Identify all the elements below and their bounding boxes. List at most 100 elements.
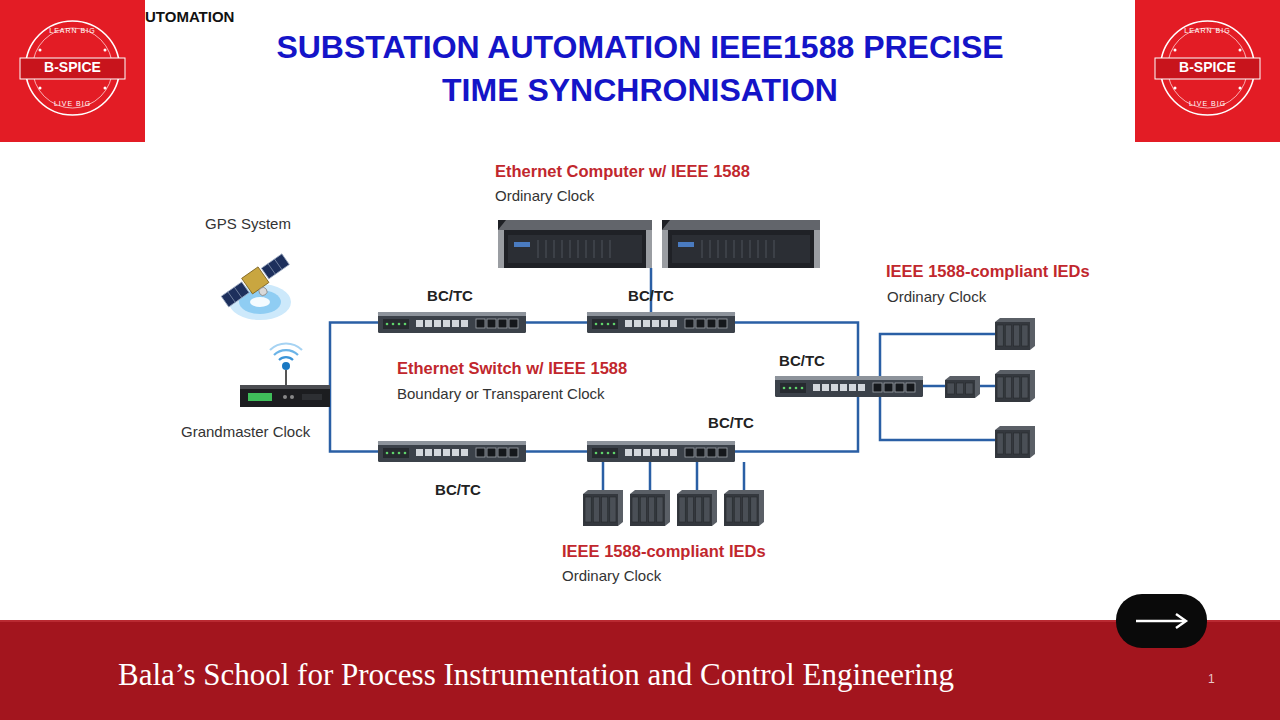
server-group-art-part (553, 240, 555, 258)
ethernet-switch-art-part (434, 320, 441, 327)
ied-group-art-part (995, 318, 1035, 350)
gps-satellite: GPS System (218, 250, 292, 320)
ethernet-switch-art-part (592, 448, 618, 458)
ied-group-art-part (1022, 377, 1028, 398)
node-sublabel: B-SPICE (0, 59, 145, 76)
ied-group-art-part (995, 374, 1030, 402)
ied-group-art-part (945, 376, 980, 398)
ethernet-switch-art-part (425, 320, 432, 327)
logo-badge-art-part (104, 87, 107, 90)
ied-group-art-part (1014, 325, 1020, 346)
network-link (880, 334, 945, 440)
signal-arc (279, 357, 293, 360)
ied-group-art-part (997, 377, 1003, 398)
ied-group-art-part (945, 333, 995, 336)
server-group-art-part (561, 240, 563, 258)
ied-group-art-part (602, 497, 608, 522)
ied-group-art (583, 490, 764, 526)
server-group-art-part (601, 240, 603, 258)
ied-group-art-part (583, 494, 618, 526)
ied-group-art-part (640, 497, 646, 522)
ied-group-art-part (1005, 377, 1011, 398)
ethernet-switch-art-part (661, 449, 668, 456)
ethernet-switch-art-part (434, 449, 441, 456)
ethernet-switch-art-part (884, 383, 893, 392)
server-group-art-part (646, 230, 652, 268)
ethernet-switch: BC/TC (587, 441, 735, 462)
ethernet-switch-art-part (801, 387, 804, 390)
node-label: BC/TC (611, 287, 691, 305)
ethernet-switch-art-part (404, 323, 407, 326)
ied-group-art-part (724, 494, 759, 526)
ethernet-switch-art-part (476, 448, 485, 457)
network-link (526, 321, 587, 324)
server-group-art (498, 220, 820, 268)
logo-badge: LEARN BIGB-SPICELIVE BIG (0, 0, 145, 142)
header-fragment: UTOMATION (145, 8, 234, 26)
node-label: Bala’s School for Process Instrumentatio… (118, 656, 954, 693)
ethernet-switch-art-part (587, 441, 735, 445)
logo-badge-art-part (39, 87, 42, 90)
ethernet-switch-art-part (718, 319, 727, 328)
ethernet-switch-art-part (416, 320, 423, 327)
ethernet-switch-art-part (670, 320, 677, 327)
ied-group-art-part (704, 497, 710, 522)
ethernet-switch-art-part (652, 449, 659, 456)
server-group-art-part (569, 240, 571, 258)
ethernet-switch-art-part (601, 452, 604, 455)
ethernet-switch-art-part (378, 441, 526, 462)
ethernet-switch-art-part (707, 448, 716, 457)
ethernet-switch-art-part (634, 320, 641, 327)
grandmaster-clock-art-part (240, 385, 330, 389)
ied-group-art-part (1022, 325, 1028, 346)
slide-title: SUBSTATION AUTOMATION IEEE1588 PRECISE T… (250, 26, 1030, 112)
ethernet-switch-art-part (425, 449, 432, 456)
ied-group-art-part (724, 490, 764, 526)
ethernet-switch-art-part (378, 312, 526, 316)
grandmaster-clock: Grandmaster Clock (240, 385, 330, 407)
ethernet-switch-art (775, 376, 923, 397)
ethernet-switch-art-part (775, 376, 923, 380)
ethernet-switch-art-part (595, 452, 598, 455)
node-label: IEEE 1588-compliant IEDs (562, 542, 766, 562)
ied-group-art-part (995, 426, 1035, 458)
ethernet-switch-art-part (386, 323, 389, 326)
ied-group-art-part (956, 383, 963, 394)
grandmaster-clock-art-part (283, 395, 287, 399)
ethernet-switch-art-part (476, 319, 485, 328)
ied-group: IEEE 1588-compliant IEDsOrdinary Clock (583, 490, 764, 526)
ethernet-switch-art-part (587, 441, 735, 462)
ied-group-art-part (1005, 325, 1011, 346)
ethernet-switch-art-part (858, 384, 865, 391)
callout-note: Boundary or Transparent Clock (397, 385, 605, 403)
logo-badge-art-part (0, 0, 145, 142)
ethernet-switch-art-part (685, 319, 694, 328)
ied-group-art-part (585, 497, 591, 522)
logo-badge-art-part (1174, 49, 1177, 52)
server-group-art-part (545, 240, 547, 258)
ethernet-switch-art-part (780, 383, 806, 393)
ethernet-switch: BC/TC (775, 376, 923, 397)
ethernet-switch-art-part (386, 452, 389, 455)
callout-heading: Ethernet Switch w/ IEEE 1588 (397, 359, 627, 379)
network-link (526, 450, 587, 453)
ethernet-switch-art-part (398, 323, 401, 326)
ied-group-art-part (593, 497, 599, 522)
ied-group-art-part (677, 494, 712, 526)
node-label: Ethernet Computer w/ IEEE 1588 (495, 162, 750, 182)
gps-satellite-art-part (220, 251, 296, 316)
logo-badge-art-part (1239, 87, 1242, 90)
ied-group-art-part (1022, 433, 1028, 454)
ethernet-switch-art-part (416, 449, 423, 456)
ethernet-switch-art-part (895, 383, 904, 392)
ethernet-switch: BC/TC (587, 312, 735, 333)
server-group-art-part (749, 240, 751, 258)
ethernet-switch-art-part (392, 323, 395, 326)
ied-group-art-part (945, 380, 975, 398)
server-group-art-part (585, 240, 587, 258)
ied-group-art-part (734, 497, 740, 522)
ethernet-switch-art-part (383, 448, 409, 458)
server-group-art-part (725, 240, 727, 258)
ethernet-switch-art-part (795, 387, 798, 390)
